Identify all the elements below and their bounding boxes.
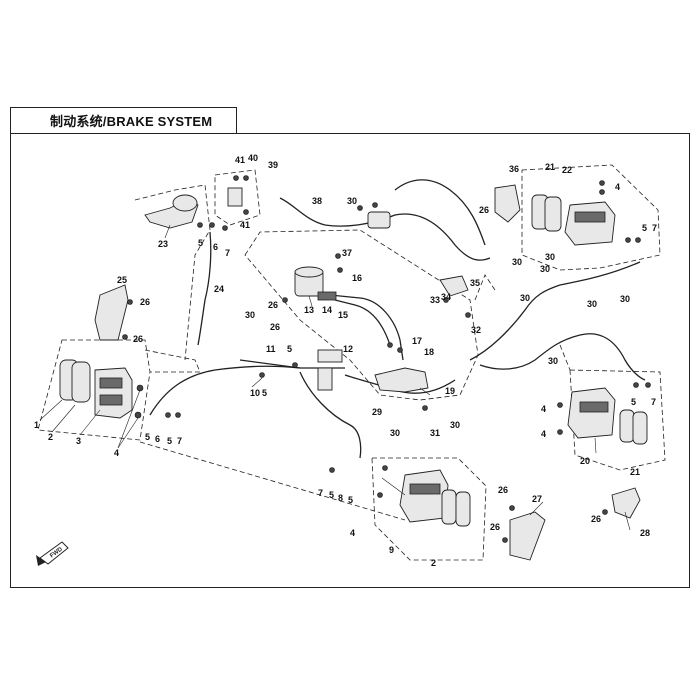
callout-5: 5 — [167, 436, 172, 446]
callout-20: 20 — [580, 456, 590, 466]
callout-26: 26 — [140, 297, 150, 307]
callout-30: 30 — [545, 252, 555, 262]
callout-26: 26 — [270, 322, 280, 332]
callout-4: 4 — [541, 404, 546, 414]
left-guard — [94, 284, 133, 341]
callout-26: 26 — [490, 522, 500, 532]
callout-21: 21 — [545, 162, 555, 172]
callout-16: 16 — [352, 273, 362, 283]
callout-26: 26 — [268, 300, 278, 310]
callout-27: 27 — [532, 494, 542, 504]
callout-33: 33 — [430, 295, 440, 305]
callout-21: 21 — [630, 467, 640, 477]
callout-14: 14 — [322, 305, 332, 315]
callout-37: 37 — [342, 248, 352, 258]
callout-31: 31 — [430, 428, 440, 438]
callout-23: 23 — [158, 239, 168, 249]
callout-26: 26 — [133, 334, 143, 344]
callout-32: 32 — [471, 325, 481, 335]
diagram-title: 制动系统/BRAKE SYSTEM — [50, 114, 213, 129]
callout-30: 30 — [347, 196, 357, 206]
callout-3: 3 — [76, 436, 81, 446]
callout-24: 24 — [214, 284, 224, 294]
callout-25: 25 — [117, 275, 127, 285]
callout-30: 30 — [390, 428, 400, 438]
title-box — [10, 107, 237, 133]
callout-19: 19 — [445, 386, 455, 396]
callout-29: 29 — [372, 407, 382, 417]
callout-18: 18 — [424, 347, 434, 357]
callout-9: 9 — [389, 545, 394, 555]
callout-4: 4 — [350, 528, 355, 538]
callout-28: 28 — [640, 528, 650, 538]
callout-10: 10 — [250, 388, 260, 398]
callout-15: 15 — [338, 310, 348, 320]
assembly-outlines — [37, 164, 666, 561]
callout-8: 8 — [338, 493, 343, 503]
callout-40: 40 — [248, 153, 258, 163]
callout-30: 30 — [620, 294, 630, 304]
leader-lines — [39, 224, 631, 531]
callout-7: 7 — [225, 248, 230, 258]
callout-22: 22 — [562, 165, 572, 175]
callout-labels: 1 2 3 4 5 6 5 7 23 5 6 7 41 40 39 41 24 … — [34, 153, 657, 568]
callout-5: 5 — [642, 223, 647, 233]
callout-30: 30 — [450, 420, 460, 430]
rear-guards — [502, 487, 641, 561]
callout-41: 41 — [240, 220, 250, 230]
rear-right-lower-caliper — [557, 382, 651, 445]
callout-6: 6 — [155, 434, 160, 444]
parking-cable — [357, 202, 391, 229]
callout-5: 5 — [329, 490, 334, 500]
callout-38: 38 — [312, 196, 322, 206]
diagram-frame — [10, 133, 690, 588]
callout-35: 35 — [470, 278, 480, 288]
callout-5: 5 — [145, 432, 150, 442]
junction-block — [259, 349, 343, 391]
callout-13: 13 — [304, 305, 314, 315]
callout-26: 26 — [479, 205, 489, 215]
callout-39: 39 — [268, 160, 278, 170]
callout-26: 26 — [591, 514, 601, 524]
callout-12: 12 — [343, 344, 353, 354]
front-master-cylinder — [144, 175, 249, 231]
callout-30: 30 — [587, 299, 597, 309]
callout-30: 30 — [512, 257, 522, 267]
callout-17: 17 — [412, 336, 422, 346]
callout-5: 5 — [262, 388, 267, 398]
callout-2: 2 — [431, 558, 436, 568]
callout-4: 4 — [114, 448, 119, 458]
fwd-arrow: FWD — [36, 541, 69, 566]
callout-5: 5 — [348, 495, 353, 505]
pedal-master-cylinder — [374, 342, 429, 411]
callout-34: 34 — [441, 292, 451, 302]
callout-7: 7 — [318, 488, 323, 498]
callout-41: 41 — [235, 155, 245, 165]
left-front-caliper-assembly — [59, 359, 181, 419]
callout-2: 2 — [48, 432, 53, 442]
callout-30: 30 — [245, 310, 255, 320]
callout-5: 5 — [198, 238, 203, 248]
callout-6: 6 — [213, 242, 218, 252]
callout-4: 4 — [541, 429, 546, 439]
callout-7: 7 — [177, 436, 182, 446]
callout-5: 5 — [631, 397, 636, 407]
callout-4: 4 — [615, 182, 620, 192]
reservoir-assembly — [282, 253, 343, 303]
callout-36: 36 — [509, 164, 519, 174]
callout-7: 7 — [652, 223, 657, 233]
callout-5: 5 — [287, 344, 292, 354]
brake-switch — [439, 275, 471, 318]
callout-30: 30 — [540, 264, 550, 274]
callout-1: 1 — [34, 420, 39, 430]
callout-7: 7 — [651, 397, 656, 407]
callout-26: 26 — [498, 485, 508, 495]
rear-left-caliper — [329, 465, 471, 527]
callout-30: 30 — [548, 356, 558, 366]
callout-30: 30 — [520, 293, 530, 303]
callout-11: 11 — [266, 344, 276, 354]
rear-right-upper-caliper — [494, 180, 641, 246]
